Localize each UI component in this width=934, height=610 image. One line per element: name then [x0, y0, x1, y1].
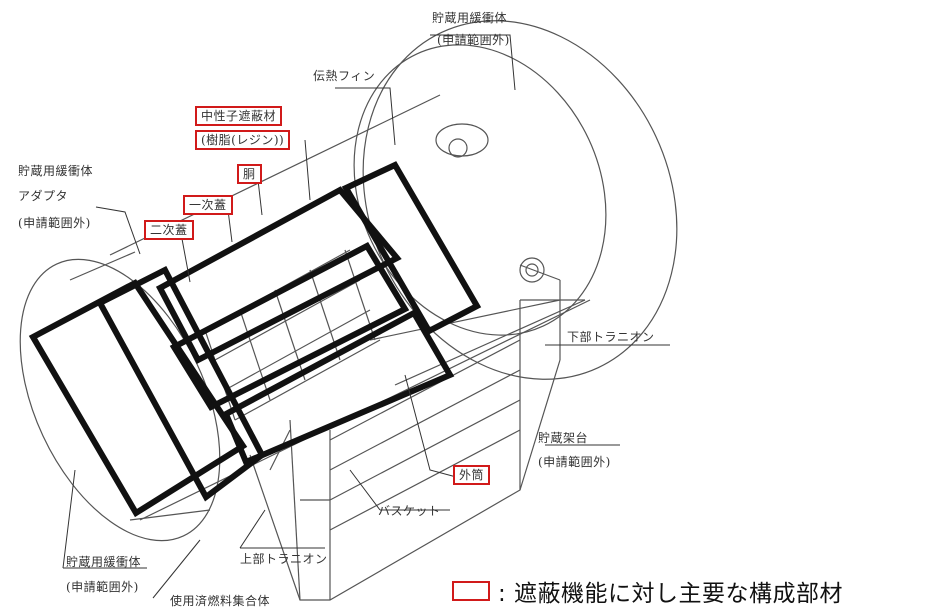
lower-trunnion-label: 下部トラニオン	[567, 330, 655, 344]
body-label: 胴	[237, 164, 262, 184]
buffer-adapter-note: (申請範囲外)	[18, 216, 91, 230]
legend-text: : 遮蔽機能に対し主要な構成部材	[498, 581, 844, 607]
buffer-bottom-note: (申請範囲外)	[66, 580, 139, 594]
upper-trunnion-label: 上部トラニオン	[240, 552, 328, 566]
buffer-adapter-label-1: 貯蔵用緩衝体	[18, 164, 94, 178]
outer-shell-label: 外筒	[453, 465, 491, 485]
body-outline-lower	[169, 242, 410, 411]
basket-label: バスケット	[378, 504, 441, 518]
buffer-bottom-label: 貯蔵用緩衝体	[66, 555, 142, 569]
primary-lid-label: 一次蓋	[183, 195, 233, 215]
fuel-assembly-label: 使用済燃料集合体	[170, 594, 271, 608]
neutron-shield-label: 中性子遮蔽材	[195, 106, 283, 126]
body-outline-upper	[155, 186, 402, 365]
shield-component-outlines	[28, 161, 482, 518]
secondary-lid-outline	[28, 279, 248, 518]
buffer-top-label: 貯蔵用緩衝体	[432, 11, 508, 25]
legend-swatch	[452, 581, 490, 601]
legend: : 遮蔽機能に対し主要な構成部材	[452, 574, 843, 608]
buffer-top-note: (申請範囲外)	[437, 33, 510, 47]
secondary-lid-label: 二次蓋	[144, 220, 194, 240]
fin-label: 伝熱フィン	[313, 69, 376, 83]
neutron-shield-outline	[222, 308, 455, 466]
storage-stand-label: 貯蔵架台	[538, 431, 589, 445]
outer-shell-outline	[341, 161, 482, 335]
storage-stand-note: (申請範囲外)	[538, 455, 611, 469]
buffer-adapter-label-2: アダプタ	[18, 189, 69, 203]
neutron-shield-resin-label: (樹脂(レジン))	[195, 130, 291, 150]
